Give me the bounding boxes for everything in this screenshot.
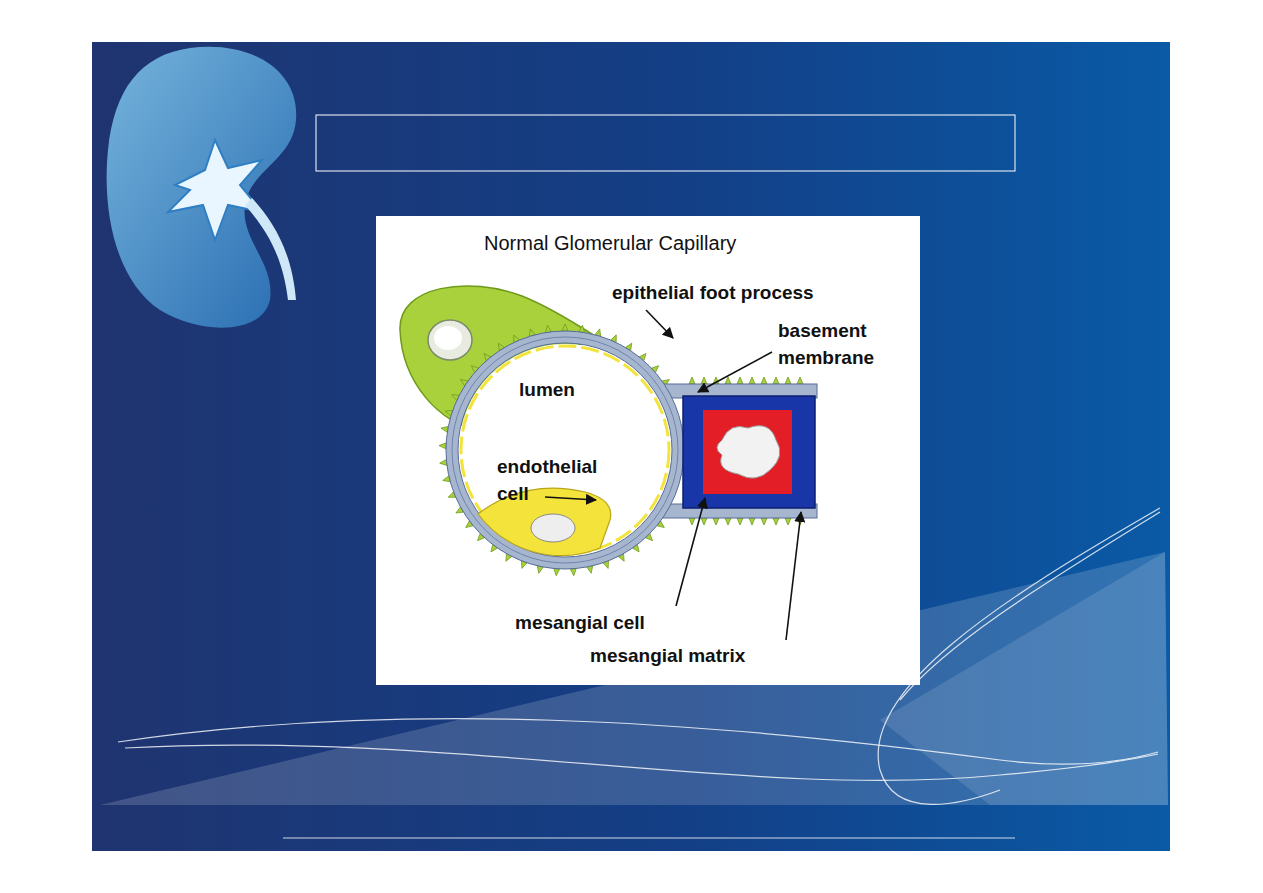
basement-membrane [446,331,684,569]
figure-panel [376,216,920,685]
title-frame [316,115,1015,171]
part-label: mesangial cell [515,610,645,637]
mesangium [683,396,815,508]
lumen [459,344,671,556]
part-label: endothelial cell [497,454,622,507]
part-label: lumen [519,377,575,404]
part-label: epithelial foot process [612,280,814,307]
slide-background [92,42,1170,851]
part-label: mesangial matrix [590,643,745,670]
decor-band [880,552,1168,805]
figure-title: Normal Glomerular Capillary [484,229,736,257]
kidney-icon [107,47,297,328]
foot-processes [439,324,803,576]
part-label: basement membrane [778,318,898,371]
mesangial-stalk [660,384,817,518]
